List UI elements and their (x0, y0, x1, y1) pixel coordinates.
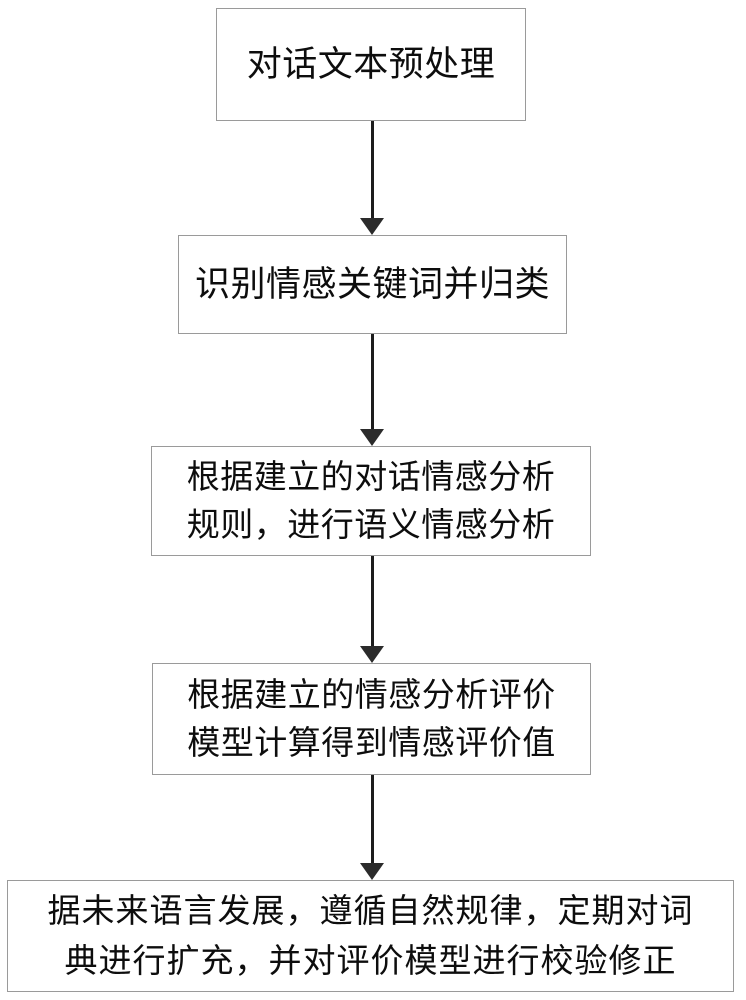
flowchart-node-1[interactable]: 对话文本预处理 (216, 8, 526, 121)
flowchart-connector-1-to-2 (360, 121, 384, 235)
flowchart-node-5[interactable]: 据未来语言发展，遵循自然规律，定期对词 典进行扩充，并对评价模型进行校验修正 (7, 880, 734, 992)
connector-line (371, 121, 374, 220)
flowchart-node-2-label: 识别情感关键词并归类 (194, 264, 550, 305)
connector-line (371, 556, 374, 648)
flowchart-node-2[interactable]: 识别情感关键词并归类 (178, 235, 567, 334)
flowchart-node-1-label: 对话文本预处理 (246, 44, 496, 85)
flowchart-connector-2-to-3 (360, 334, 384, 446)
connector-line (371, 334, 374, 431)
arrowhead-down-icon (360, 863, 384, 880)
arrowhead-down-icon (360, 218, 384, 235)
flowchart-node-5-label: 据未来语言发展，遵循自然规律，定期对词 典进行扩充，并对评价模型进行校验修正 (47, 891, 694, 980)
arrowhead-down-icon (360, 646, 384, 663)
flowchart-connector-3-to-4 (360, 556, 384, 663)
flowchart-node-3-label: 根据建立的对话情感分析 规则，进行语义情感分析 (186, 457, 556, 544)
arrowhead-down-icon (360, 429, 384, 446)
connector-line (371, 775, 374, 865)
flowchart-connector-4-to-5 (360, 775, 384, 880)
flowchart-node-4-label: 根据建立的情感分析评价 模型计算得到情感评价值 (187, 675, 556, 762)
flowchart-node-3[interactable]: 根据建立的对话情感分析 规则，进行语义情感分析 (151, 446, 591, 556)
flowchart-node-4[interactable]: 根据建立的情感分析评价 模型计算得到情感评价值 (152, 663, 591, 775)
